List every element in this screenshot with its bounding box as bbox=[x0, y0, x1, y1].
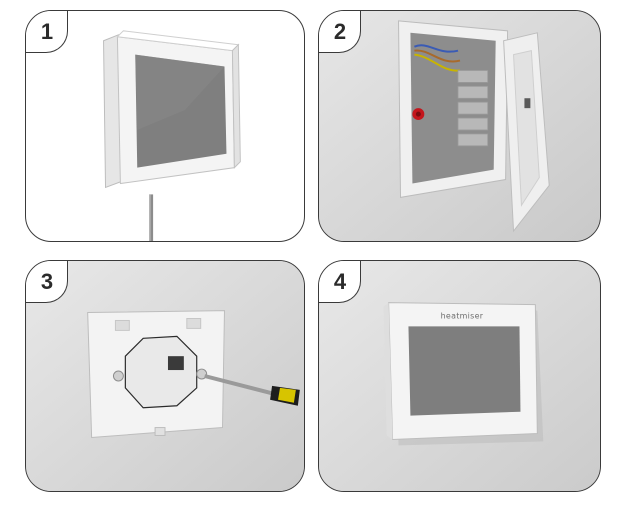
step-1-number: 1 bbox=[26, 11, 68, 53]
mounted-thermostat-icon: heatmiser bbox=[319, 261, 600, 491]
screwdriver-mounting-icon bbox=[26, 261, 304, 491]
step-4-panel: 4 heatmiser bbox=[318, 260, 601, 492]
wiring-connection-icon bbox=[319, 11, 600, 241]
step-1-panel: 1 bbox=[25, 10, 305, 242]
step-3-number: 3 bbox=[26, 261, 68, 303]
step-3-panel: 3 bbox=[25, 260, 305, 492]
brand-logo: heatmiser bbox=[441, 312, 484, 321]
thermostat-lift-off-icon bbox=[103, 30, 241, 241]
step-4-number: 4 bbox=[319, 261, 361, 303]
step-2-number: 2 bbox=[319, 11, 361, 53]
step-2-panel: 2 bbox=[318, 10, 601, 242]
